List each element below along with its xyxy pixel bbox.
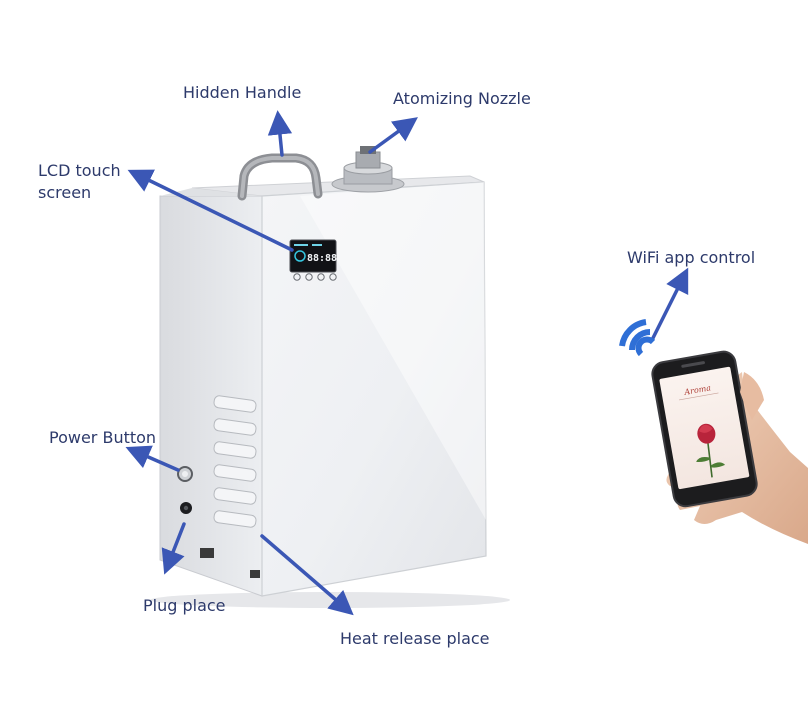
arrow-atomizing-nozzle [368, 117, 418, 154]
vent-slot [213, 395, 257, 413]
lcd-touch-screen[interactable]: 88:88 [289, 239, 337, 273]
callout-arrows [125, 110, 689, 616]
thumb [740, 372, 764, 420]
lcd-status-icon [294, 250, 306, 262]
device-foot [250, 570, 260, 578]
vent-slot [213, 487, 257, 505]
lcd-buttons [293, 273, 337, 281]
phone-speaker [681, 361, 705, 368]
heat-release-vents [213, 395, 257, 528]
rose-image [696, 423, 726, 478]
device-side-top [160, 188, 262, 196]
lcd-button[interactable] [305, 273, 313, 281]
smartphone[interactable]: Aroma [650, 350, 758, 508]
label-wifi-app-control: WiFi app control [627, 248, 756, 267]
vent-slot [213, 510, 257, 528]
hand-with-phone: Aroma [650, 350, 808, 544]
lcd-indicator [294, 244, 308, 246]
vent-slot [213, 441, 257, 459]
glass-reflection [300, 182, 486, 520]
wifi-icon [619, 319, 656, 357]
arrow-hidden-handle [267, 110, 293, 157]
arrow-power-button [125, 445, 180, 472]
label-hidden-handle: Hidden Handle [183, 83, 302, 102]
label-lcd-touch-screen: LCD touch screen [38, 161, 121, 202]
label-heat-release-place: Heat release place [340, 629, 490, 648]
lcd-button[interactable] [317, 273, 325, 281]
atomizing-nozzle [331, 146, 405, 193]
label-plug-place: Plug place [143, 596, 226, 615]
hidden-handle [237, 153, 323, 201]
power-button[interactable] [177, 466, 193, 482]
arrow-heat-release-place [260, 534, 354, 616]
arrow-wifi-app-control [650, 267, 689, 342]
plug-socket[interactable] [180, 502, 192, 514]
lcd-button[interactable] [293, 273, 301, 281]
arrow-plug-place [161, 522, 186, 575]
label-power-button: Power Button [49, 428, 157, 447]
arrow-lcd-touch-screen [127, 169, 294, 252]
lcd-button[interactable] [329, 273, 337, 281]
device-side [159, 195, 263, 597]
phone-title-rule [679, 392, 719, 401]
lcd-digits: 88:88 [307, 253, 337, 264]
device-foot [200, 548, 214, 558]
vent-slot [213, 418, 257, 436]
label-atomizing-nozzle: Atomizing Nozzle [393, 89, 531, 108]
device-front-panel [261, 181, 487, 597]
vent-slot [213, 464, 257, 482]
lcd-indicator [312, 244, 322, 246]
